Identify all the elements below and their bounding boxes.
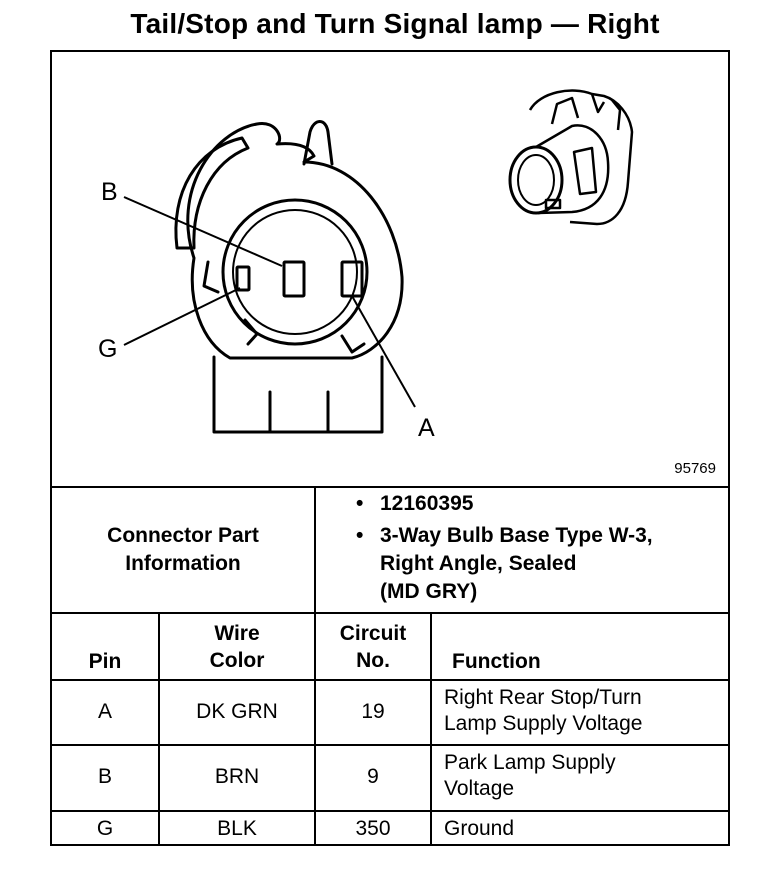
connector-3d-view bbox=[508, 89, 634, 226]
divider bbox=[52, 612, 728, 614]
divider bbox=[52, 810, 728, 812]
leader-b bbox=[123, 196, 283, 267]
table-cell-circuit: 9 bbox=[367, 765, 379, 788]
figure-number: 95769 bbox=[674, 460, 716, 477]
terminal-g bbox=[235, 265, 251, 292]
page-title: Tail/Stop and Turn Signal lamp — Right bbox=[130, 8, 660, 39]
terminal-a bbox=[340, 260, 364, 298]
table-cell-function: Ground bbox=[444, 817, 515, 840]
table-cell-color: BRN bbox=[214, 765, 260, 788]
header-wire-color: Wire Color bbox=[209, 622, 265, 672]
connector-diagram: B G A 95769 bbox=[52, 52, 728, 486]
callout-b: B bbox=[101, 178, 118, 206]
table-cell-circuit: 350 bbox=[355, 817, 391, 840]
divider bbox=[314, 486, 316, 844]
callout-g: G bbox=[98, 335, 118, 363]
callout-a: A bbox=[418, 414, 435, 442]
table-cell-color: DK GRN bbox=[196, 700, 278, 723]
table-cell-function: Right Rear Stop/Turn Lamp Supply Voltage bbox=[444, 686, 643, 735]
connector-frame: B G A 95769 Connector Part Information •… bbox=[50, 50, 730, 846]
connector-info-label: Connector Part Information bbox=[107, 524, 259, 575]
connector-housing bbox=[212, 355, 384, 434]
header-pin: Pin bbox=[88, 650, 122, 673]
divider bbox=[52, 744, 728, 746]
list-item: • 3-Way Bulb Base Type W-3, Right Angle,… bbox=[356, 524, 653, 603]
list-item: • 12160395 bbox=[356, 492, 474, 515]
divider bbox=[430, 612, 432, 844]
connector-info-list: • 12160395 • 3-Way Bulb Base Type W-3, R… bbox=[356, 490, 653, 606]
divider bbox=[52, 679, 728, 681]
table-cell-color: BLK bbox=[217, 817, 257, 840]
divider bbox=[158, 612, 160, 844]
locking-ear bbox=[174, 136, 250, 250]
table-cell-pin: G bbox=[96, 817, 114, 840]
bulb-base-outline bbox=[186, 122, 404, 360]
header-function: Function bbox=[452, 650, 541, 673]
leader-a bbox=[351, 295, 416, 408]
header-circuit-no: Circuit No. bbox=[339, 622, 407, 672]
table-cell-circuit: 19 bbox=[361, 700, 385, 723]
table-cell-pin: A bbox=[97, 700, 112, 723]
terminal-b bbox=[282, 260, 306, 298]
key-tab bbox=[302, 120, 334, 166]
leader-g bbox=[123, 287, 241, 346]
table-cell-function: Park Lamp Supply Voltage bbox=[444, 751, 616, 800]
table-cell-pin: B bbox=[97, 765, 112, 788]
divider bbox=[52, 486, 728, 488]
socket-ring bbox=[221, 198, 369, 346]
connector-drawing bbox=[123, 89, 634, 434]
